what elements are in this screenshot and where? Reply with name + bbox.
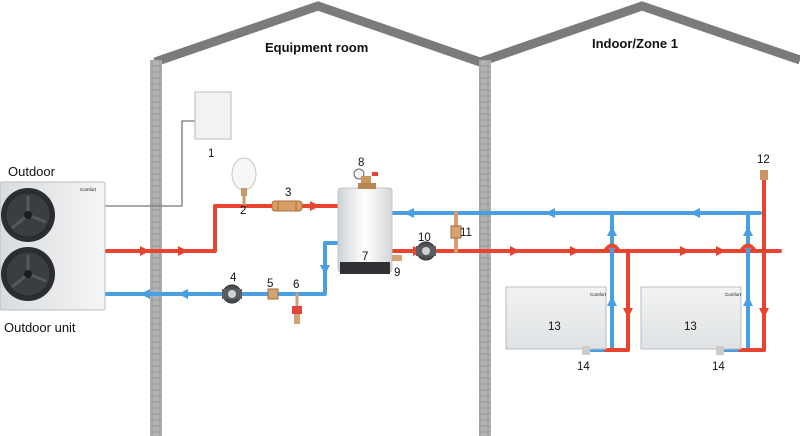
radiator-valve-14b — [716, 346, 724, 355]
indoor-zone-title: Indoor/Zone 1 — [592, 36, 678, 51]
pipe-crossovers — [603, 243, 757, 253]
left-wall — [150, 60, 162, 436]
callout-7: 7 — [362, 251, 368, 263]
pipework — [103, 120, 782, 352]
outdoor-unit-label: Outdoor unit — [4, 320, 76, 335]
callout-3: 3 — [285, 187, 291, 199]
callout-1: 1 — [208, 148, 214, 160]
outdoor-label: Outdoor — [8, 164, 56, 179]
valve-5 — [267, 288, 279, 300]
bypass-valve-11 — [450, 225, 462, 239]
fan-icon — [1, 188, 55, 242]
tank-drain-9 — [392, 255, 402, 261]
safety-valve-group — [353, 168, 378, 189]
expansion-vessel — [231, 157, 257, 206]
callout-10: 10 — [418, 232, 431, 244]
callout-5: 5 — [267, 278, 273, 290]
flow-arrows — [140, 201, 769, 318]
air-vent-12 — [760, 170, 768, 180]
indoor-unit-2: Comfort — [640, 286, 742, 350]
callout-numbers: 1 2 3 4 5 6 7 8 9 10 11 12 13 13 14 14 — [208, 148, 770, 373]
radiator-valve-14a — [582, 346, 590, 355]
callout-12: 12 — [757, 154, 770, 166]
indoor-unit-brand-logo: Comfort — [590, 292, 607, 297]
unit-brand-logo: Comfort — [80, 187, 97, 192]
callout-9: 9 — [394, 267, 400, 279]
building — [150, 1, 800, 436]
callout-11: 11 — [460, 227, 472, 239]
filter-component — [271, 200, 303, 212]
callout-14a: 14 — [577, 361, 590, 373]
indoor-unit-1: Comfort — [505, 286, 607, 350]
circulation-pump-4 — [222, 284, 242, 304]
outdoor-unit: Comfort — [0, 181, 106, 311]
callout-4: 4 — [230, 272, 237, 284]
middle-wall — [479, 60, 491, 436]
circulation-pump-10 — [416, 241, 436, 261]
callout-8: 8 — [358, 157, 364, 169]
drain-valve-6 — [292, 306, 302, 324]
supply-pipe-main — [103, 204, 340, 253]
callout-6: 6 — [293, 279, 299, 291]
wall-controller — [194, 91, 232, 140]
equipment-room-title: Equipment room — [265, 40, 368, 55]
roof — [153, 1, 800, 67]
fan-icon — [1, 247, 55, 301]
callout-13b: 13 — [684, 321, 697, 333]
callout-2: 2 — [240, 205, 246, 217]
indoor-unit-brand-logo: Comfort — [725, 292, 742, 297]
buffer-tank — [337, 187, 393, 274]
callout-14b: 14 — [712, 361, 725, 373]
callout-13a: 13 — [548, 321, 561, 333]
